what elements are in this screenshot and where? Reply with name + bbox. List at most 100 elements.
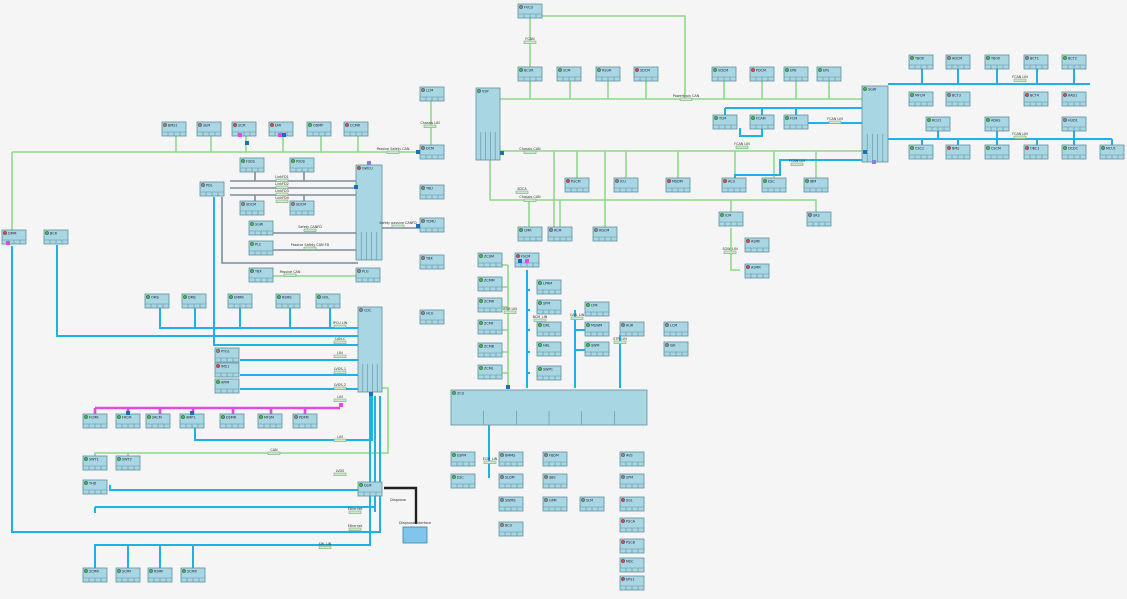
ecu-node-am3[interactable]: EMRR — [227, 293, 253, 309]
ecu-node-zb10[interactable]: SLM — [579, 496, 605, 512]
ecu-node-r1b[interactable]: SCM — [556, 66, 582, 82]
ecu-node-am5[interactable]: HOL — [315, 293, 341, 309]
ecu-node-most7[interactable]: PDFM — [292, 413, 318, 429]
ecu-node-zb4[interactable]: SLDM — [498, 473, 524, 489]
ecu-node-zc1[interactable]: AVS — [619, 451, 645, 467]
ecu-node-zc4[interactable]: PSCA — [619, 517, 645, 533]
ecu-node-mid4[interactable]: ACU — [721, 177, 747, 193]
ecu-node-thd[interactable]: THD — [82, 479, 108, 495]
ecu-node-mid6[interactable]: IBM — [803, 177, 829, 193]
ecu-node-gw2[interactable]: DCM — [419, 144, 445, 160]
ecu-node-b1[interactable]: BMS1 — [161, 121, 187, 137]
ecu-node-fb1[interactable]: CSC1 — [908, 144, 934, 160]
ecu-node-fr1[interactable]: TBOX — [908, 54, 934, 70]
ecu-node-r1d[interactable]: SDCM — [633, 66, 659, 82]
ecu-node-z5[interactable]: ZCMF — [477, 319, 503, 335]
ecu-node-asm2[interactable]: ASMR — [744, 263, 770, 279]
ecu-node-b5[interactable]: ODMP — [306, 121, 332, 137]
ecu-node-fr8[interactable]: BCT4 — [1023, 91, 1049, 107]
ecu-node-fb5[interactable]: DCDC — [1061, 144, 1087, 160]
ecu-node-fm2[interactable]: FCAM — [749, 114, 775, 130]
ecu-node-zb9[interactable]: GPM — [542, 496, 568, 512]
ecu-node-mid3[interactable]: MSDM — [665, 177, 691, 193]
ecu-node-lg2[interactable]: BCR — [43, 229, 69, 245]
ecu-node-ig1[interactable]: PTG1 — [214, 347, 240, 363]
ecu-node-zl2[interactable]: SPM — [536, 299, 562, 315]
ecu-node-zb6[interactable]: BCU — [498, 521, 524, 537]
ecu-node-zcu[interactable]: ZCU — [450, 389, 648, 426]
ecu-node-fb3[interactable]: CSCM — [984, 144, 1010, 160]
ecu-node-h1[interactable]: FSDS — [239, 157, 265, 173]
ecu-node-most6[interactable]: MFSM — [257, 413, 283, 429]
ecu-node-fr4[interactable]: BCT1 — [1023, 54, 1049, 70]
ecu-node-am1[interactable]: OMS — [144, 293, 170, 309]
ecu-node-mid8[interactable]: SRS — [806, 211, 832, 227]
ecu-node-r1g[interactable]: EPB — [783, 66, 809, 82]
ecu-node-zb1[interactable]: ESPM — [450, 451, 476, 467]
ecu-node-zl4[interactable]: HBL — [536, 341, 562, 357]
ecu-node-most2[interactable]: FRCM — [115, 413, 141, 429]
ecu-node-mid1[interactable]: PSCM — [564, 177, 590, 193]
ecu-node-gw3[interactable]: TBU — [419, 184, 445, 200]
ecu-node-zl9[interactable]: AUR — [619, 321, 645, 337]
ecu-node-hcu[interactable]: HCU — [419, 309, 445, 325]
ecu-node-zb3[interactable]: BMMS — [498, 451, 524, 467]
ecu-node-r1h[interactable]: EPS — [816, 66, 842, 82]
ecu-node-ln1[interactable]: SCMR — [82, 567, 108, 583]
ecu-node-most4[interactable]: AMP1 — [179, 413, 205, 429]
ecu-node-h2[interactable]: PSDS — [289, 157, 315, 173]
ecu-node-zl7[interactable]: MSWM — [584, 321, 610, 337]
ecu-node-most3[interactable]: SRCM — [145, 413, 171, 429]
ecu-node-r1c[interactable]: RSUR — [595, 66, 621, 82]
ecu-node-lg1[interactable]: DMM — [1, 229, 27, 245]
ecu-node-most1[interactable]: FCMR — [82, 413, 108, 429]
ecu-node-fr6[interactable]: MFCM — [908, 91, 934, 107]
ecu-node-am4[interactable]: RSMS — [275, 293, 301, 309]
ecu-node-dlm[interactable]: DLM — [357, 481, 383, 497]
ecu-node-fb6[interactable]: MCU1 — [1099, 144, 1125, 160]
ecu-node-ln3[interactable]: RSMF — [147, 567, 173, 583]
ecu-node-z7[interactable]: ZCML — [477, 364, 503, 380]
ecu-node-zl8[interactable]: SWM — [584, 341, 610, 357]
ecu-node-b3[interactable]: SCM — [231, 121, 257, 137]
ecu-node-b6[interactable]: CCMR — [343, 121, 369, 137]
ecu-node-mid2[interactable]: ICU — [613, 177, 639, 193]
ecu-node-zc7[interactable]: EPS1 — [619, 575, 645, 591]
ecu-node-vsp[interactable]: VSP — [475, 87, 501, 161]
ecu-node-r1f[interactable]: PDCM — [749, 66, 775, 82]
ecu-node-zb2[interactable]: ESC — [450, 473, 476, 489]
ecu-node-r1e[interactable]: VDCM — [711, 66, 737, 82]
ecu-node-ig3[interactable]: APIM — [214, 378, 240, 394]
ecu-node-sgw[interactable]: SGW — [861, 85, 889, 163]
ecu-node-fr2[interactable]: ADCM — [945, 54, 971, 70]
ecu-node-sw1[interactable]: SWT1 — [82, 455, 108, 471]
ecu-node-mid7[interactable]: ICM — [718, 211, 744, 227]
ecu-node-fb4[interactable]: OBC1 — [1023, 144, 1049, 160]
ecu-node-most5[interactable]: DSMR — [219, 413, 245, 429]
ecu-node-fb2[interactable]: BMS — [945, 144, 971, 160]
ecu-node-cdc[interactable]: CDC — [357, 306, 383, 393]
ecu-node-mid11[interactable]: RDCM — [592, 226, 618, 242]
ecu-node-z4[interactable]: ZCMR — [477, 297, 503, 313]
ecu-node-zc3[interactable]: SGL — [619, 496, 645, 512]
ecu-node-h4[interactable]: SDCM — [239, 200, 265, 216]
ecu-node-ln2[interactable]: SCMF — [115, 567, 141, 583]
ecu-node-fr9[interactable]: RAD1 — [1061, 91, 1087, 107]
ecu-node-ig2[interactable]: IMS1 — [214, 362, 240, 378]
ecu-node-zl5[interactable]: SWPC — [536, 365, 562, 381]
ecu-node-r1a[interactable]: BCUR — [517, 66, 543, 82]
ecu-node-zl10[interactable]: LCM — [663, 321, 689, 337]
ecu-node-gw1[interactable]: LCM — [419, 86, 445, 102]
ecu-node-gwc[interactable]: GWCU — [355, 164, 383, 261]
ecu-node-fm6[interactable]: HUD1 — [1061, 116, 1087, 132]
ecu-node-fm1[interactable]: TCM — [712, 114, 738, 130]
ecu-node-fr3[interactable]: TBOX — [984, 54, 1010, 70]
ecu-node-zb5[interactable]: SWMS — [498, 496, 524, 512]
ecu-node-h7[interactable]: PLC — [248, 240, 274, 256]
ecu-node-zl6[interactable]: LTM — [584, 301, 610, 317]
ecu-node-asm1[interactable]: ASMF — [744, 237, 770, 253]
ecu-node-mid9[interactable]: CMR — [517, 226, 543, 242]
ecu-node-zl3[interactable]: DRL — [536, 321, 562, 337]
ecu-node-h8[interactable]: TBX — [248, 267, 274, 283]
